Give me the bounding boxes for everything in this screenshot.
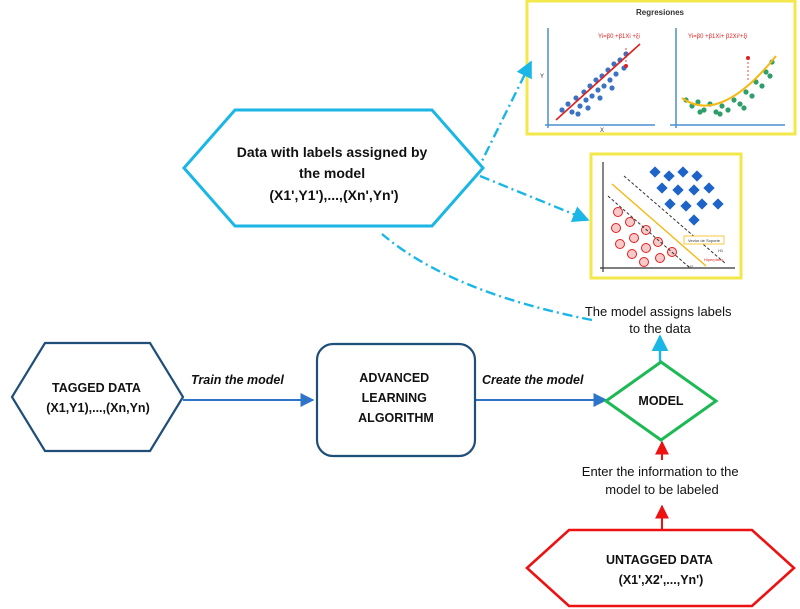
enter-line-1: Enter the information to the xyxy=(582,464,739,479)
node-labeled-data: Data with labels assigned by the model (… xyxy=(182,108,485,228)
labeled-line-1: Data with labels assigned by xyxy=(237,144,428,160)
regression-left-axis-x: X xyxy=(600,128,604,134)
tagged-line-1: TAGGED DATA xyxy=(52,381,141,395)
assigns-line-2: to the data xyxy=(629,321,691,336)
svm-hyperplane-label: Hiperplano xyxy=(704,257,724,262)
svm-diamonds xyxy=(649,166,724,226)
algorithm-line-3: ALGORITHM xyxy=(358,411,434,425)
regression-left-axis-y: Y xyxy=(540,74,544,80)
node-untagged-data: UNTAGGED DATA (X1',X2',...,Yn') xyxy=(525,528,796,608)
edge-labeled-to-svm xyxy=(479,174,590,223)
regression-left-points xyxy=(559,51,629,117)
svg-text:The model assigns labels t: The model assigns labels to the data xyxy=(585,304,735,336)
regression-right-formula: Yi=β0 +β1Xi+ β2Xi²+ξi xyxy=(688,34,748,40)
untagged-line-1: UNTAGGED DATA xyxy=(606,553,713,567)
algorithm-line-2: LEARNING xyxy=(362,391,427,405)
node-model: MODEL xyxy=(603,360,719,442)
node-tagged-data: TAGGED DATA (X1,Y1),...,(Xn,Yn) xyxy=(10,341,185,453)
svm-support-label: Vector de Soporte xyxy=(688,238,721,243)
edge-assigns-to-labeled xyxy=(381,233,593,322)
svg-text:UNTAGGED DATA (X1',X2',.: UNTAGGED DATA (X1',X2',...,Yn') xyxy=(606,553,716,587)
enter-line-2: model to be labeled xyxy=(605,482,718,497)
edge-label-create: Create the model xyxy=(482,373,584,387)
svm-thumbnail: Vector de Soporte Hiperplano H1 H2 xyxy=(589,152,743,280)
untagged-line-2: (X1',X2',...,Yn') xyxy=(619,573,704,587)
svm-h2-label: H2 xyxy=(688,264,694,269)
regression-right-fit-curve xyxy=(681,55,777,107)
edge-labeled-to-regression xyxy=(474,60,533,174)
model-label: MODEL xyxy=(638,394,684,408)
node-algorithm: ADVANCED LEARNING ALGORITHM xyxy=(315,342,477,458)
svg-text:Enter the information to the: Enter the information to the model to be… xyxy=(582,464,742,497)
regression-left-formula: Yi=β0 +β1Xi +ξi xyxy=(598,34,640,40)
labeled-line-3: (X1',Y1'),...,(Xn',Yn') xyxy=(269,187,398,203)
svg-text:TAGGED DATA (X1,Y1),...,: TAGGED DATA (X1,Y1),...,(Xn,Yn) xyxy=(46,381,150,415)
svm-h1-label: H1 xyxy=(718,248,724,253)
algorithm-line-1: ADVANCED xyxy=(359,371,429,385)
regression-thumbnail: Regresiones Y X xyxy=(525,0,797,136)
svg-text:ADVANCED LEARNING: ADVANCED LEARNING ALGORITHM xyxy=(358,371,434,425)
edge-label-train: Train the model xyxy=(191,373,284,387)
tagged-line-2: (X1,Y1),...,(Xn,Yn) xyxy=(46,401,150,415)
regression-title: Regresiones xyxy=(636,8,685,17)
svg-text:Data with labels assigned by: Data with labels assigned by the model (… xyxy=(237,144,432,203)
assigns-line-1: The model assigns labels xyxy=(585,304,732,319)
labeled-line-2: the model xyxy=(299,165,365,181)
